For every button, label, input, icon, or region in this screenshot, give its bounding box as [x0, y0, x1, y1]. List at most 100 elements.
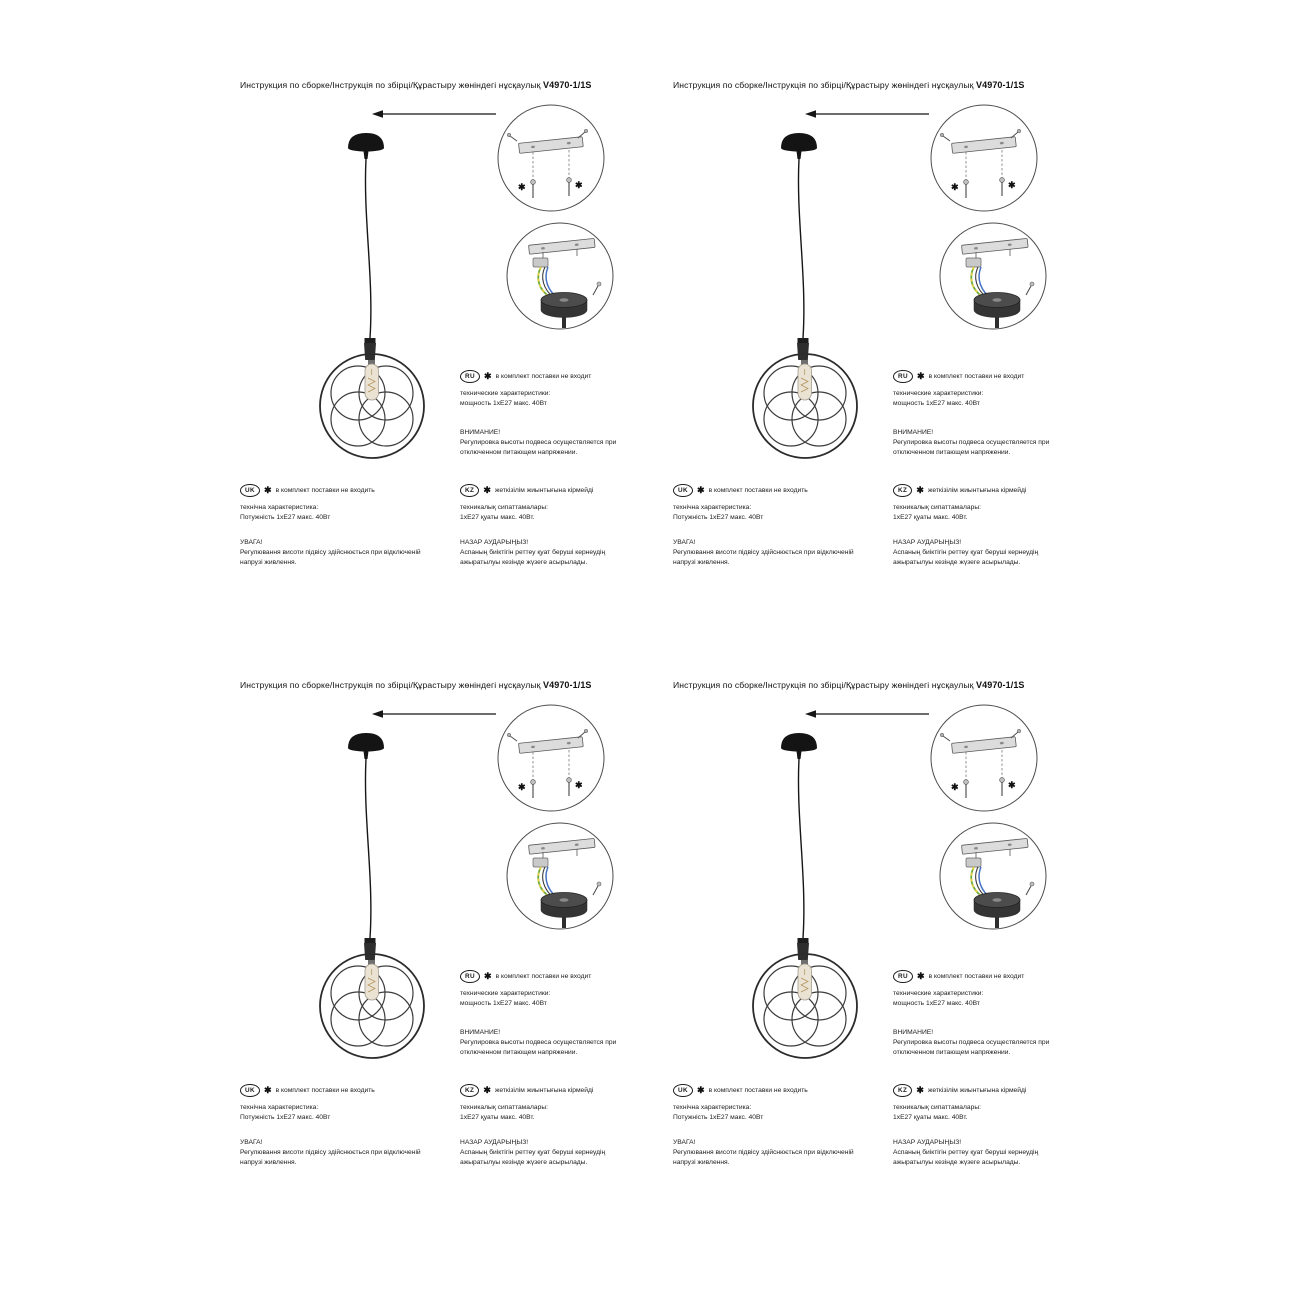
- kz-specs-value: 1хЕ27 қуаты макс. 40Вт.: [893, 1113, 968, 1121]
- ru-section: RU ✱ в комплект поставки не входит техни…: [460, 970, 642, 1008]
- edison-bulb: [364, 360, 379, 401]
- ru-not-included-note: в комплект поставки не входит: [495, 373, 592, 381]
- uk-section: UK ✱ в комплект поставки не входить техн…: [673, 484, 855, 522]
- screw-alignment-lines: [965, 150, 1003, 180]
- cup-screw: [1025, 281, 1035, 296]
- wire-cage-shade: [319, 353, 425, 459]
- uk-specs-label: технічна характеристика:: [240, 504, 319, 512]
- uk-specs-label: технічна характеристика:: [240, 1104, 319, 1112]
- model-number: V4970-1/1S: [976, 680, 1025, 690]
- ru-language-badge: RU: [460, 370, 481, 384]
- ru-warning-text: Регулировка высоты подвеса осуществляетс…: [460, 439, 617, 456]
- ru-warning: ВНИМАНИЕ! Регулировка высоты подвеса осу…: [460, 1028, 642, 1057]
- assembly-drawing: ✱ ✱: [752, 704, 1047, 1059]
- kz-language-badge: KZ: [460, 1084, 480, 1098]
- terminal-block: [965, 857, 982, 868]
- pendant-lamp-drawing: [319, 133, 425, 459]
- asterisk-icon: ✱: [264, 485, 272, 496]
- lamp-socket: [797, 938, 809, 960]
- asterisk-icon: ✱: [483, 485, 491, 496]
- ceiling-canopy: [348, 133, 384, 159]
- mounting-bracket: [518, 736, 584, 754]
- ru-warning-title: ВНИМАНИЕ!: [893, 1029, 934, 1036]
- terminal-block: [965, 257, 982, 268]
- kz-warning-text: Аспаның биіктігін реттеу қуат беруші кер…: [893, 1149, 1039, 1166]
- pendant-lamp-drawing: [752, 733, 858, 1059]
- title-text: Инструкция по сборке/Інструкція по збірц…: [673, 80, 974, 90]
- terminal-block: [532, 257, 549, 268]
- mounting-bracket-detail-circle: ✱ ✱: [497, 104, 605, 212]
- uk-language-badge: UK: [240, 1084, 261, 1098]
- kz-not-included-note: жеткізілім жиынтығына кірмейді: [927, 487, 1027, 495]
- uk-warning-text: Регулювання висоти підвісу здійснюється …: [240, 549, 421, 566]
- screw-alignment-lines: [532, 150, 570, 180]
- model-number: V4970-1/1S: [976, 80, 1025, 90]
- lamp-socket: [364, 938, 376, 960]
- kz-warning: НАЗАР АУДАРЫҢЫЗ! Аспаның биіктігін ретте…: [893, 1138, 1075, 1167]
- asterisk-icon: ✱: [951, 782, 959, 792]
- mounting-bracket: [528, 838, 596, 855]
- mounting-bracket: [951, 136, 1017, 154]
- ru-not-included-note: в комплект поставки не входит: [495, 973, 592, 981]
- suspension-cable: [364, 158, 372, 339]
- ru-specs-label: технические характеристики:: [460, 990, 551, 998]
- panel-title: Инструкция по сборке/Інструкція по збірц…: [673, 80, 1025, 90]
- kz-warning-text: Аспаның биіктігін реттеу қуат беруші кер…: [460, 1149, 606, 1166]
- bracket-side-screws: [939, 128, 1022, 142]
- uk-not-included-note: в комплект поставки не входить: [708, 487, 808, 495]
- ru-warning-text: Регулировка высоты подвеса осуществляетс…: [460, 1039, 617, 1056]
- kz-specs-label: техникалық сипаттамалары:: [460, 504, 548, 512]
- edison-bulb: [364, 960, 379, 1001]
- model-number: V4970-1/1S: [543, 80, 592, 90]
- mounting-bracket-detail-circle: ✱ ✱: [930, 704, 1038, 812]
- uk-section: UK ✱ в комплект поставки не входить техн…: [240, 1084, 422, 1122]
- assembly-arrow-icon: [805, 110, 929, 118]
- asterisk-icon: ✱: [916, 1085, 924, 1096]
- canopy-cup: [973, 892, 1021, 928]
- ru-not-included-note: в комплект поставки не входит: [928, 973, 1025, 981]
- bracket-side-screws: [506, 128, 589, 142]
- kz-language-badge: KZ: [893, 484, 913, 498]
- kz-section: KZ ✱ жеткізілім жиынтығына кірмейді техн…: [893, 484, 1075, 522]
- mounting-bracket: [951, 736, 1017, 754]
- kz-specs-label: техникалық сипаттамалары:: [893, 1104, 981, 1112]
- mounting-bracket: [518, 136, 584, 154]
- ru-warning-title: ВНИМАНИЕ!: [893, 429, 934, 436]
- asterisk-icon: ✱: [1008, 780, 1016, 790]
- uk-warning: УВАГА! Регулювання висоти підвісу здійсн…: [240, 1138, 422, 1167]
- wiring-detail-circle: [939, 222, 1047, 330]
- mounting-bracket-detail-circle: ✱ ✱: [930, 104, 1038, 212]
- ceiling-canopy: [348, 733, 384, 759]
- uk-specs-value: Потужність 1хЕ27 макс. 40Вт: [240, 1113, 331, 1121]
- bracket-side-screws: [939, 728, 1022, 742]
- canopy-cup: [540, 892, 588, 928]
- uk-specs-label: технічна характеристика:: [673, 1104, 752, 1112]
- ru-warning: ВНИМАНИЕ! Регулировка высоты подвеса осу…: [893, 1028, 1075, 1057]
- uk-specs-label: технічна характеристика:: [673, 504, 752, 512]
- kz-warning-title: НАЗАР АУДАРЫҢЫЗ!: [893, 539, 962, 546]
- uk-warning-title: УВАГА!: [673, 539, 696, 546]
- ru-section: RU ✱ в комплект поставки не входит техни…: [893, 370, 1075, 408]
- asterisk-icon: ✱: [575, 780, 583, 790]
- terminal-block: [532, 857, 549, 868]
- asterisk-icon: ✱: [951, 182, 959, 192]
- ru-warning-title: ВНИМАНИЕ!: [460, 1029, 501, 1036]
- title-text: Инструкция по сборке/Інструкція по збірц…: [673, 680, 974, 690]
- ru-specs-value: мощность 1хЕ27 макс. 40Вт: [893, 999, 980, 1007]
- anchor-screws: [530, 777, 572, 798]
- asterisk-icon: ✱: [917, 371, 925, 382]
- ru-specs-label: технические характеристики:: [893, 990, 984, 998]
- instruction-panel: Инструкция по сборке/Інструкція по збірц…: [658, 676, 1068, 1266]
- instruction-panel: Инструкция по сборке/Інструкція по збірц…: [225, 76, 635, 666]
- uk-section: UK ✱ в комплект поставки не входить техн…: [673, 1084, 855, 1122]
- assembly-arrow-icon: [372, 110, 496, 118]
- asterisk-icon: ✱: [518, 182, 526, 192]
- screw-alignment-lines: [532, 750, 570, 780]
- uk-warning-text: Регулювання висоти підвісу здійснюється …: [673, 549, 854, 566]
- uk-warning-text: Регулювання висоти підвісу здійснюється …: [673, 1149, 854, 1166]
- ru-specs-value: мощность 1хЕ27 макс. 40Вт: [893, 399, 980, 407]
- instruction-panel: Инструкция по сборке/Інструкція по збірц…: [658, 76, 1068, 666]
- ru-language-badge: RU: [893, 370, 914, 384]
- ru-specs-label: технические характеристики:: [460, 390, 551, 398]
